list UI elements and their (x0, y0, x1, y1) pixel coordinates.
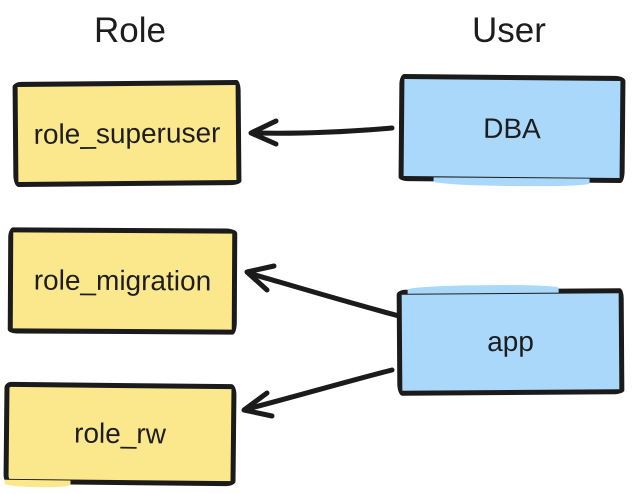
arrow-app-to-role-rw (241, 367, 395, 419)
column-header-user: User (472, 11, 546, 50)
node-role-migration-label: role_migration (33, 264, 212, 297)
column-header-role: Role (94, 11, 166, 50)
node-role-superuser-label: role_superuser (33, 116, 221, 150)
arrow-dba-to-role-superuser (248, 118, 395, 147)
node-role-superuser: role_superuser (12, 80, 242, 187)
arrow-app-to-role-migration (244, 263, 402, 319)
node-role-migration: role_migration (7, 227, 238, 335)
node-role-rw: role_rw (3, 381, 237, 487)
node-role-rw-label: role_rw (73, 417, 167, 450)
node-user-app-label: app (487, 325, 534, 358)
node-user-dba: DBA (398, 74, 626, 183)
node-user-app: app (396, 288, 625, 396)
node-user-dba-label: DBA (483, 112, 541, 144)
